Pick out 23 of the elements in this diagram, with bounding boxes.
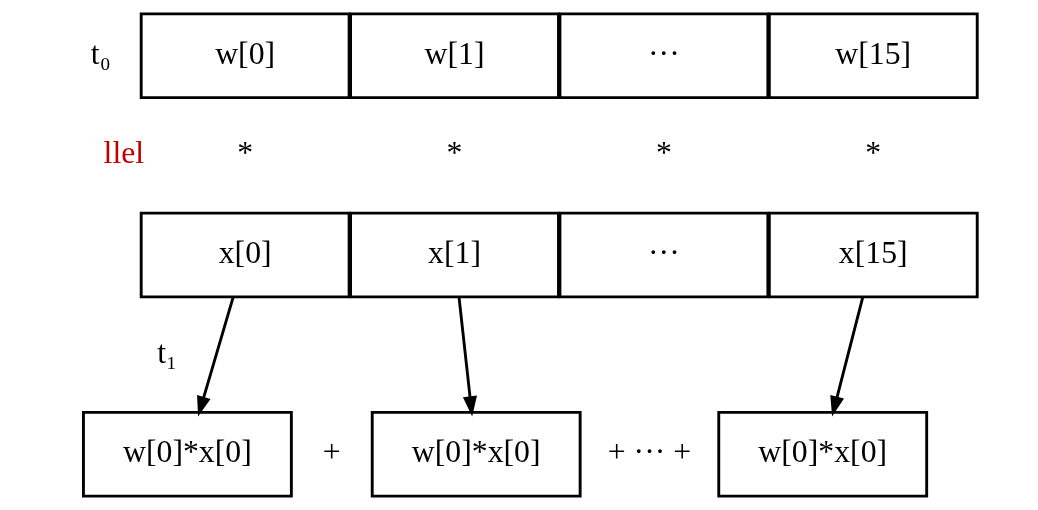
node-box: x[1] — [348, 211, 560, 299]
node-box: w[0]*x[0] — [81, 410, 293, 498]
node-box: w[0] — [139, 12, 351, 100]
label: * — [236, 135, 253, 171]
label: * — [446, 135, 462, 171]
node-box: w[15] — [767, 12, 979, 100]
node-box: w[1] — [348, 12, 560, 100]
node-box: w[0]*x[0] — [370, 410, 582, 498]
label: * — [864, 135, 881, 171]
label: t₁ — [156, 334, 177, 370]
label: llel — [103, 135, 144, 171]
arrow — [196, 296, 235, 417]
label: t₀ — [90, 35, 111, 71]
node-box: x[15] — [767, 211, 979, 299]
node-box: ··· — [558, 12, 769, 100]
node-box: x[0] — [139, 211, 351, 299]
label: + — [322, 434, 341, 470]
label: * — [655, 135, 672, 171]
node-box: w[0]*x[0] — [716, 410, 928, 498]
arrow — [829, 296, 864, 417]
label: + ··· + — [607, 434, 691, 470]
arrow — [457, 296, 477, 417]
node-box: ··· — [558, 211, 769, 299]
